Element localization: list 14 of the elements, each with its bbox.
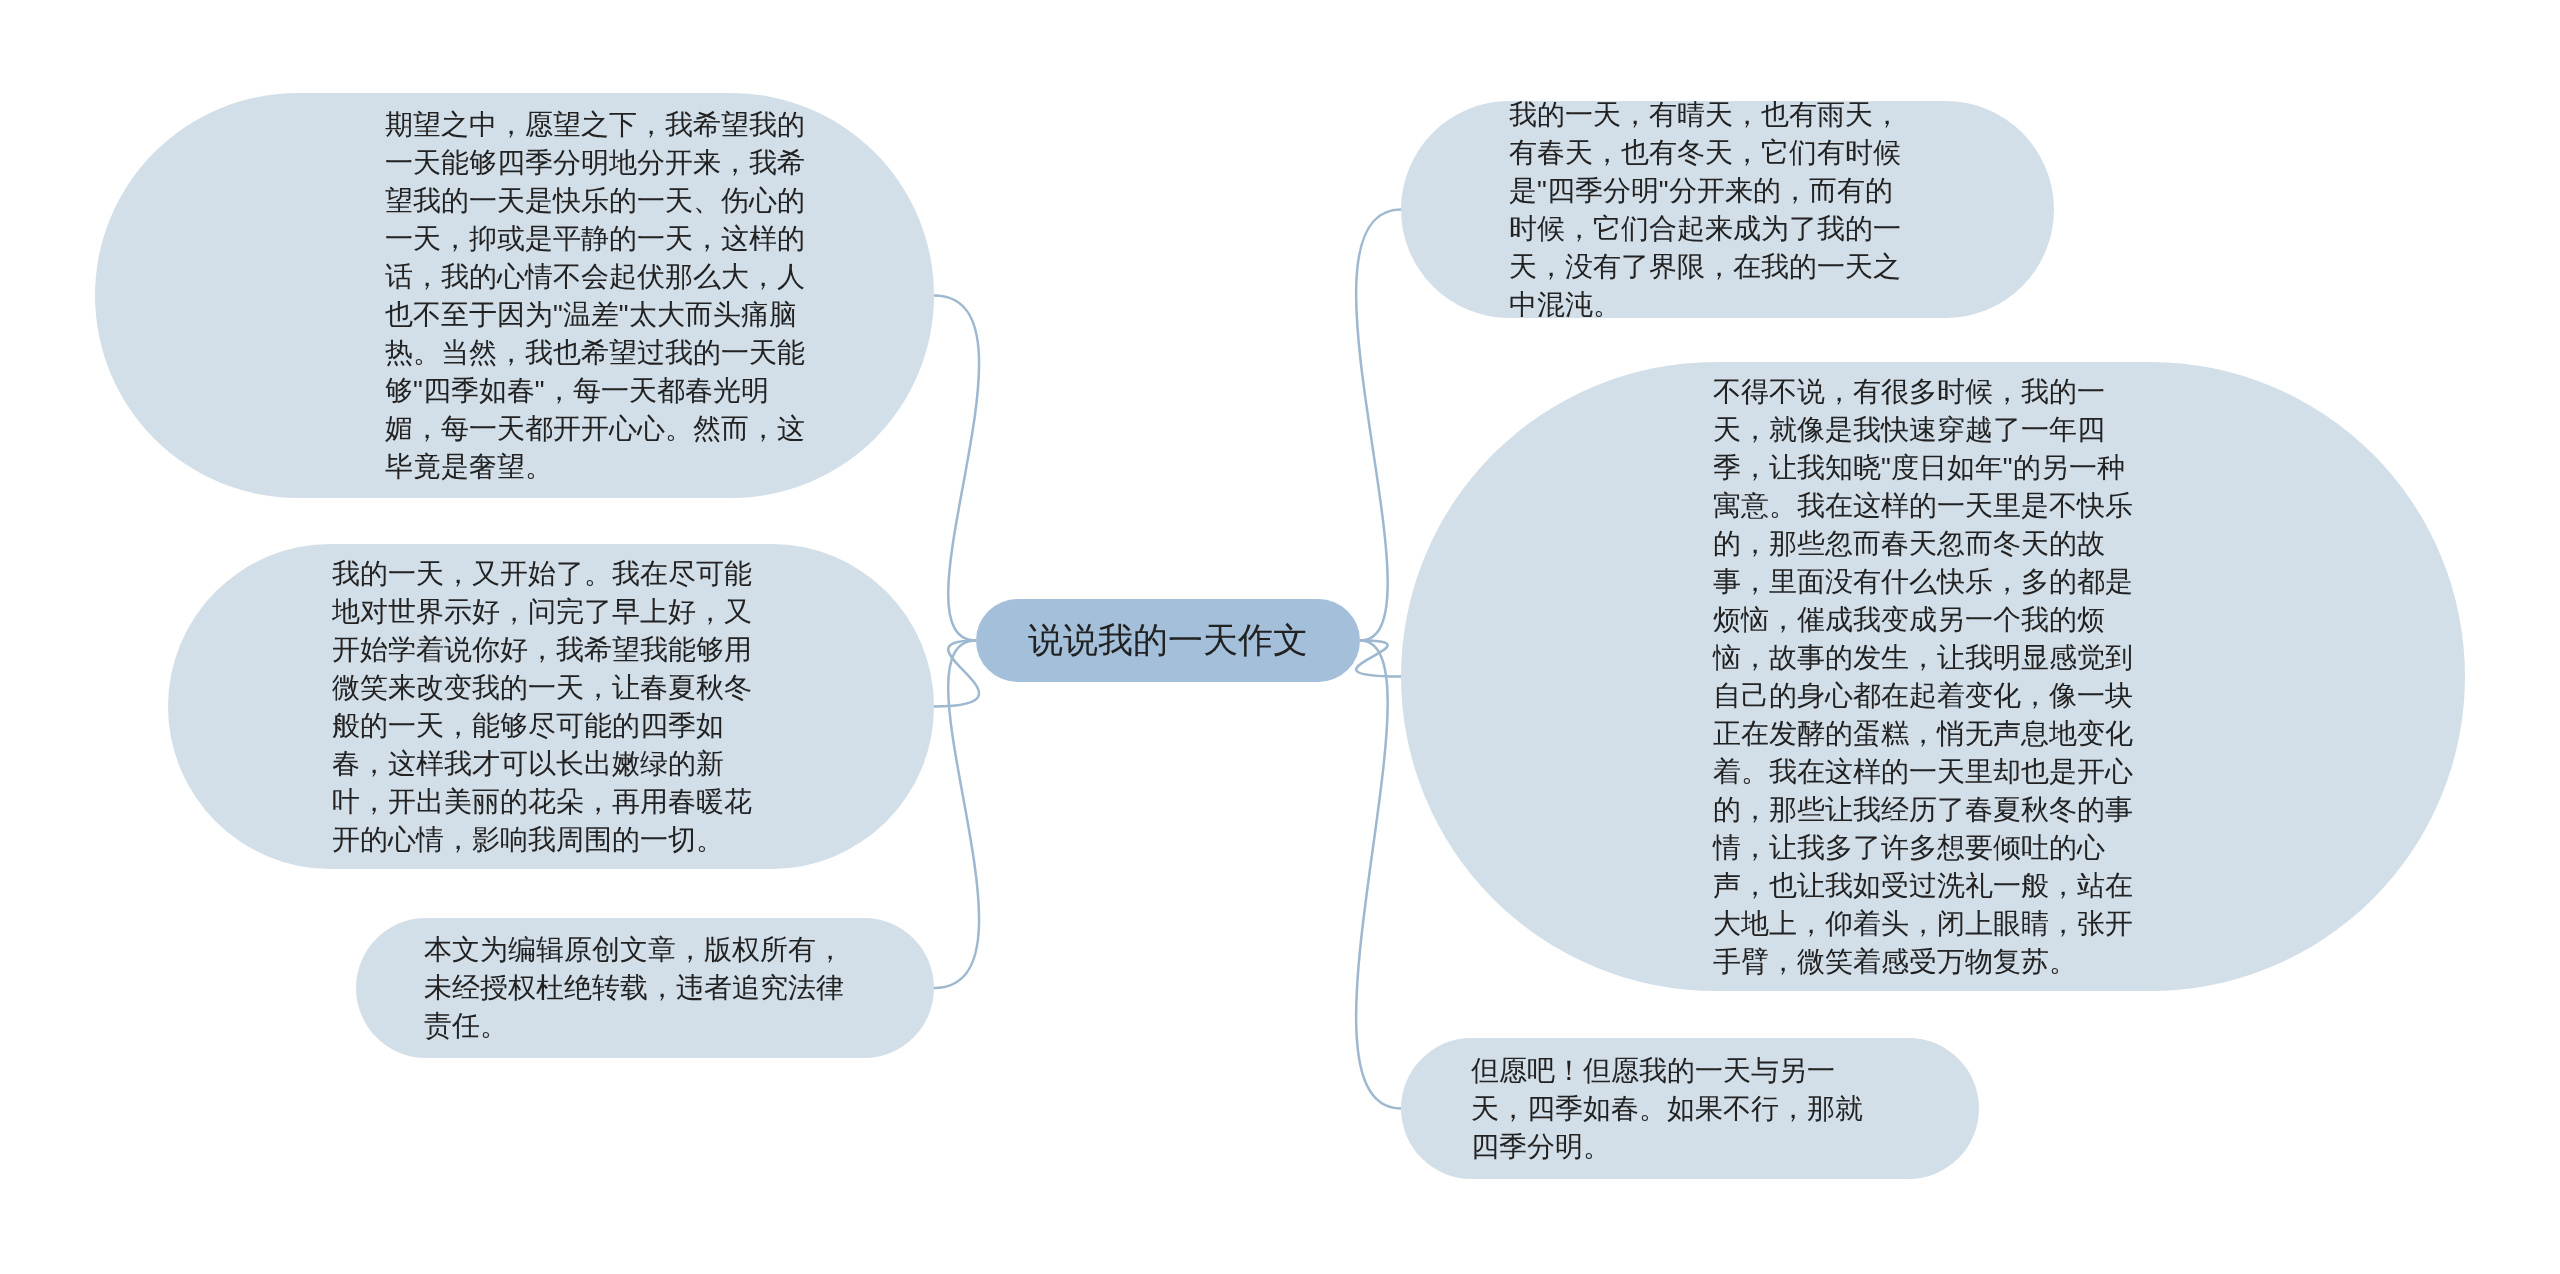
topic-text: 但愿吧！但愿我的一天与另一天，四季如春。如果不行，那就四季分明。 xyxy=(1471,1053,1864,1164)
connector-line xyxy=(1355,208,1402,642)
connector-line xyxy=(1355,639,1402,678)
topic-text: 我的一天，又开始了。我在尽可能地对世界示好，问完了早上好，又开始学着说你好，我希望我能够用微笑来改变我的一天，让春夏秋冬般的一天，能够尽可能的四季如春，这样我才可以长出嫩绿的新叶，开出美丽的花朵，再用春暖花开的心情，影响我周围的一切。 xyxy=(332,556,753,857)
topic-text: 本文为编辑原创文章，版权所有，未经授权杜绝转载，违者追究法律责任。 xyxy=(424,933,845,1043)
topic-text: 期望之中，愿望之下，我希望我的一天能够四季分明地分开来，我希望我的一天是快乐的一天、伤心的一天，抑或是平静的一天，这样的话，我的心情不会起伏那么大，人也不至于因为"温差"太大而头痛脑热。当然，我也希望过我的一天能够"四季如春"，每一天都春光明媚，每一天都开开心心。然而，这毕竟是奢望。 xyxy=(385,107,806,484)
connector-line xyxy=(933,639,980,990)
topic-text: 我的一天，有晴天，也有雨天，有春天，也有冬天，它们有时候是"四季分明"分开来的，而有的时候，它们合起来成为了我的一天，没有了界限，在我的一天之中混沌。 xyxy=(1509,97,1902,322)
connector-line xyxy=(933,639,980,708)
central-topic xyxy=(976,599,1360,682)
topic-title: 说说我的一天作文 xyxy=(1028,619,1308,662)
topic-text: 不得不说，有很多时候，我的一天，就像是我快速穿越了一年四季，让我知晓"度日如年"的另一种寓意。我在这样的一天里是不快乐的，那些忽而春天忽而冬天的故事，里面没有什么快乐，多的都是烦恼，催成我变成另一个我的烦恼，故事的发生，让我明显感觉到自己的身心都在起着变化，像一块正在发酵的蛋糕，悄无声息地变化着。我在这样的一天里却也是开心的，那些让我经历了春夏秋冬的事情，让我多了许多想要倾吐的心声，也让我如受过洗礼一般，站在大地上，仰着头，闭上眼睛，张开手臂，微笑着感受万物复苏。 xyxy=(1713,374,2134,979)
connector-line xyxy=(933,294,980,642)
connector-line xyxy=(1355,639,1402,1110)
